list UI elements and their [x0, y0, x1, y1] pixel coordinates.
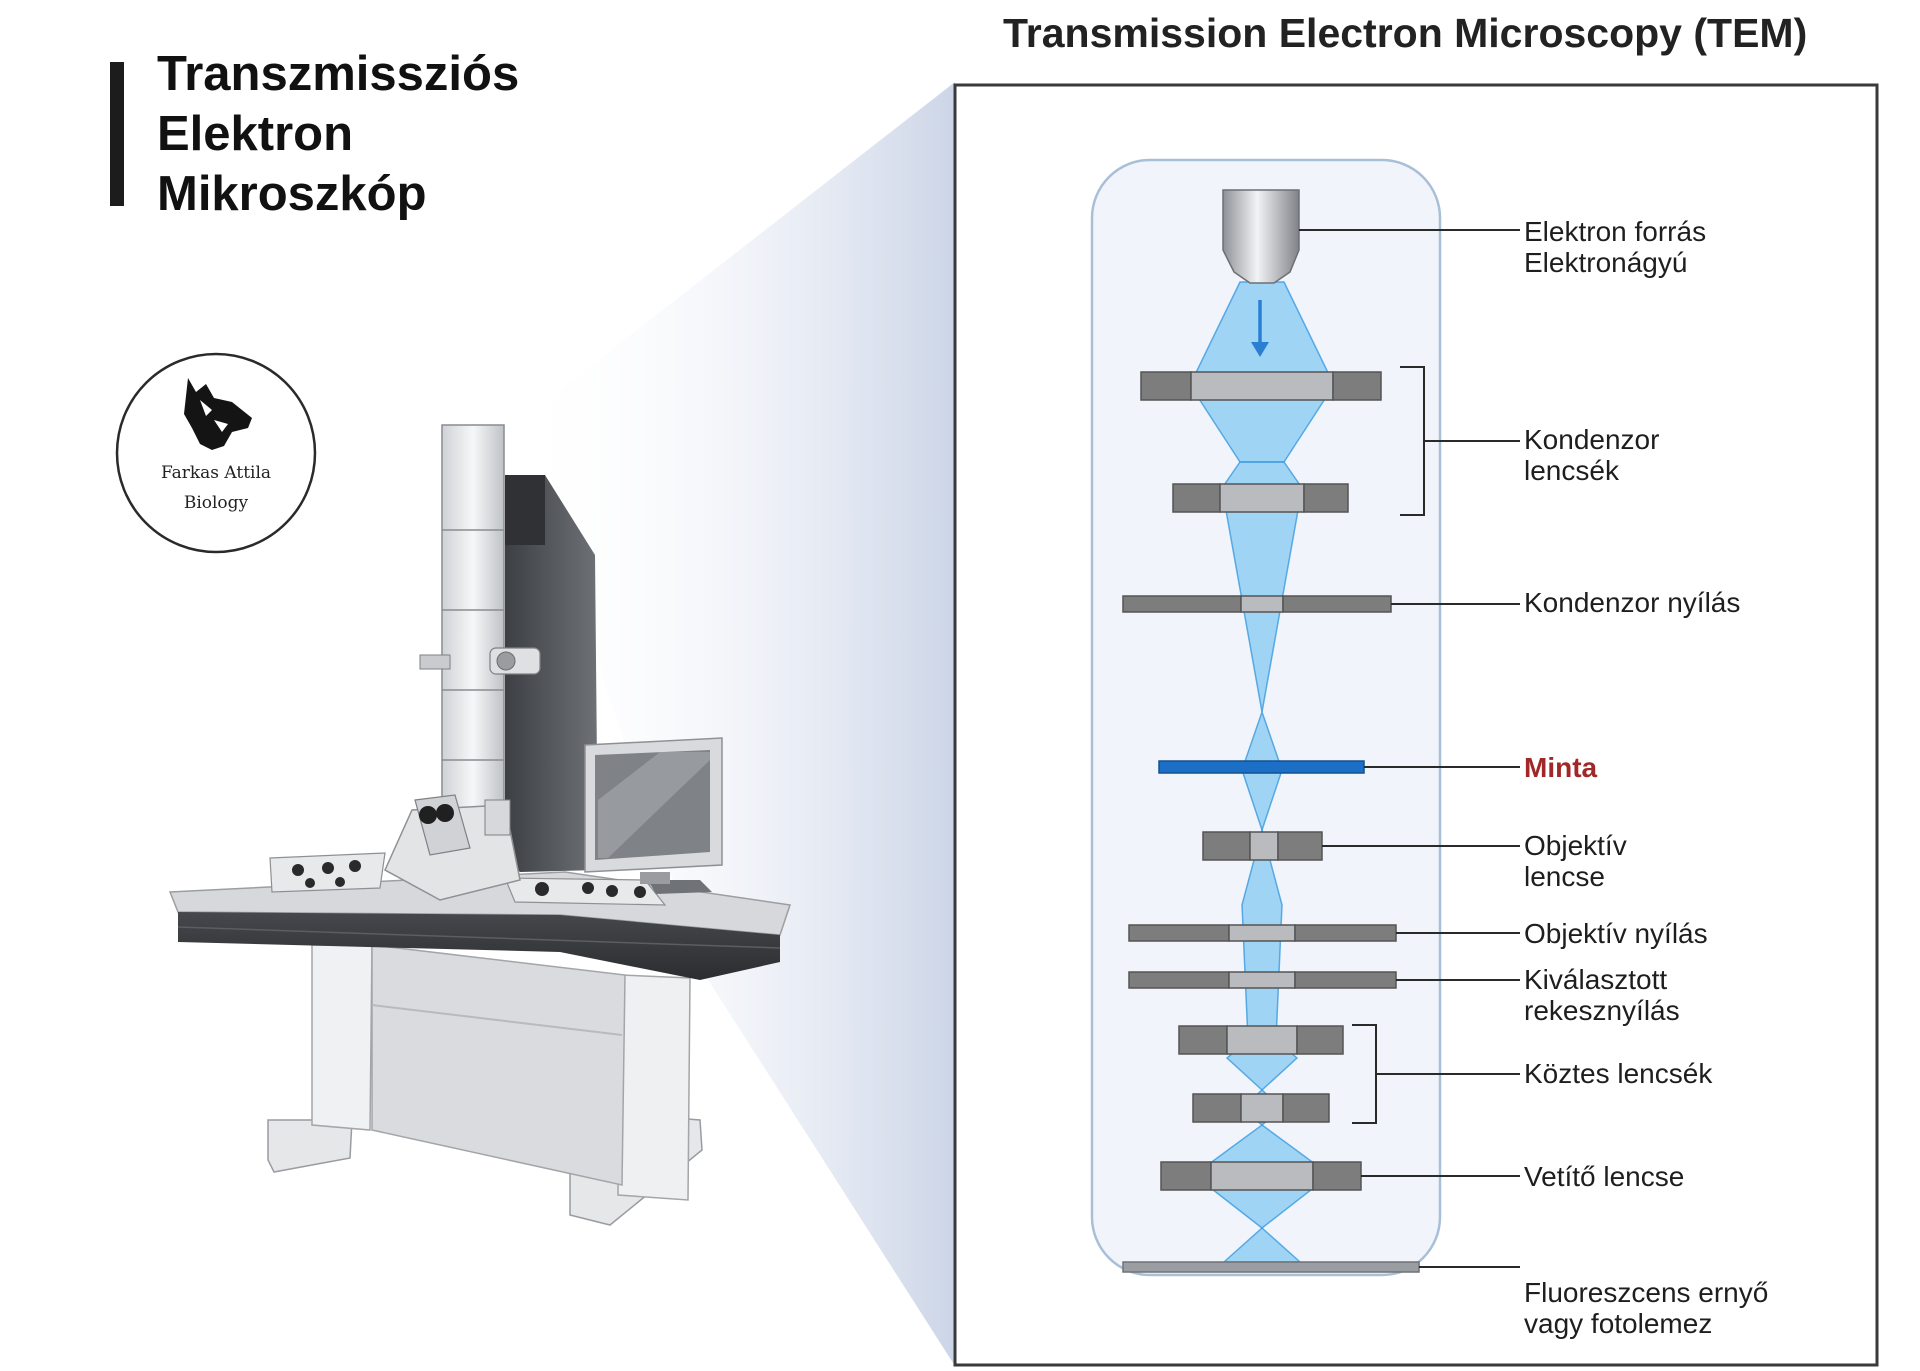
fluorescent-screen	[1122, 1261, 1420, 1273]
label-condenser-lenses-1: Kondenzor	[1524, 424, 1659, 455]
condenser-lens-1	[1140, 371, 1382, 401]
label-electron-source-1: Elektron forrás	[1524, 216, 1706, 247]
microscope-illustration	[168, 424, 791, 1226]
label-screen-1: Fluoreszcens ernyő	[1524, 1277, 1768, 1308]
diagram-title: Transmission Electron Microscopy (TEM)	[1003, 10, 1808, 56]
label-objective-aperture: Objektív nyílás	[1524, 918, 1708, 949]
specimen	[1158, 760, 1365, 774]
label-screen-2: vagy fotolemez	[1524, 1308, 1712, 1339]
wolf-head-icon	[184, 378, 252, 450]
intermediate-lens-1	[1178, 1025, 1344, 1055]
objective-lens	[1202, 831, 1323, 861]
logo: Farkas Attila Biology	[115, 352, 317, 554]
desk-leg-left	[311, 944, 373, 1131]
label-selected-area-aperture-1: Kiválasztott	[1524, 964, 1667, 995]
hungarian-title-line-3: Mikroszkóp	[157, 167, 427, 221]
logo-circle	[115, 352, 317, 554]
desk-cabinet	[371, 944, 626, 1186]
logo-text-line-1: Farkas Attila	[161, 463, 271, 483]
label-selected-area-aperture-2: rekesznyílás	[1524, 995, 1680, 1026]
hungarian-title-line-2: Elektron	[157, 107, 354, 161]
objective-aperture	[1128, 924, 1397, 942]
leader-lines	[1299, 229, 1520, 1268]
selected-area-aperture	[1128, 971, 1397, 989]
desk-front-panel	[178, 912, 780, 980]
title-accent-bar	[110, 62, 124, 206]
label-specimen: Minta	[1524, 752, 1598, 783]
beam-direction-arrow	[1251, 342, 1269, 357]
vacuum-column	[1090, 158, 1442, 1277]
microscope-column	[441, 424, 505, 826]
intermediate-lens-2	[1192, 1093, 1330, 1123]
component-labels: Elektron forrás Elektronágyú Kondenzor l…	[1524, 216, 1768, 1339]
label-electron-source-2: Elektronágyú	[1524, 247, 1687, 278]
label-objective-lens-2: lencse	[1524, 861, 1605, 892]
projector-lens	[1160, 1161, 1362, 1191]
cabinet-top	[505, 475, 545, 545]
projection-funnel	[515, 82, 955, 1366]
label-intermediate-lenses: Köztes lencsék	[1524, 1058, 1713, 1089]
electron-gun	[1222, 189, 1300, 357]
label-condenser-aperture: Kondenzor nyílás	[1524, 587, 1740, 618]
hungarian-title-line-1: Transzmissziós	[157, 47, 520, 101]
condenser-aperture	[1122, 595, 1392, 613]
condenser-lens-2	[1172, 483, 1349, 513]
label-projector-lens: Vetítő lencse	[1524, 1161, 1684, 1192]
label-objective-lens-1: Objektív	[1524, 830, 1627, 861]
label-condenser-lenses-2: lencsék	[1524, 455, 1620, 486]
desk-leg-right	[617, 974, 691, 1201]
logo-text-line-2: Biology	[184, 493, 249, 513]
hungarian-title: Transzmissziós Elektron Mikroszkóp	[157, 44, 519, 224]
vacuum-cabinet	[505, 475, 598, 872]
